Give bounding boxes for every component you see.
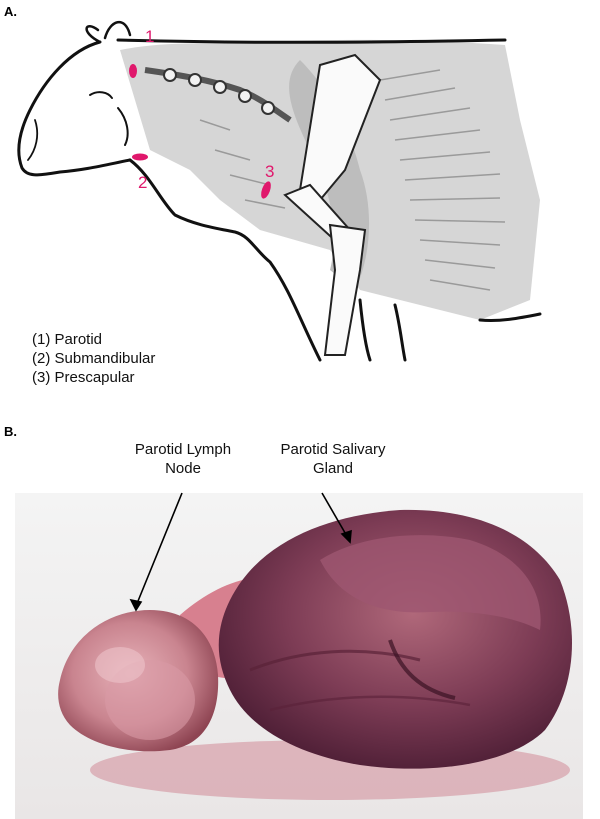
marker-number-1: 1 [145, 27, 154, 46]
lymph-node-arrow [135, 492, 183, 607]
parotid-tissue-photo [15, 492, 583, 819]
prescapular-node-marker [261, 181, 271, 199]
lymph-node-callout: Parotid Lymph Node [118, 440, 248, 478]
submandibular-node-marker [132, 153, 148, 161]
parotid-node-marker [129, 64, 137, 78]
panel-a-label: A. [4, 4, 17, 19]
legend-item-parotid: (1) Parotid [32, 331, 103, 348]
cow-outline [17, 21, 542, 362]
scapula-and-humerus [283, 53, 382, 356]
cow-anatomy-diagram: 1 2 3 [17, 21, 542, 362]
callout-arrows [129, 492, 352, 612]
node-legend: (1) Parotid (2) Submandibular (3) Presca… [32, 330, 155, 387]
salivary-gland-callout: Parotid Salivary Gland [248, 440, 418, 478]
lymph-node-markers [129, 64, 271, 199]
salivary-gland-callout-line2: Gland [312, 460, 354, 477]
salivary-gland-callout-line1: Parotid Salivary [280, 441, 386, 458]
marker-number-2: 2 [138, 173, 147, 192]
lymph-node-callout-line2: Node [165, 460, 201, 477]
marker-number-3: 3 [265, 162, 274, 181]
panel-b-label: B. [4, 424, 17, 439]
legend-item-submandibular: (2) Submandibular [32, 350, 156, 367]
cervical-spine [144, 67, 292, 123]
salivary-gland-arrow [321, 492, 349, 539]
lymph-node-callout-line1: Parotid Lymph [134, 441, 232, 458]
legend-item-prescapular: (3) Prescapular [32, 369, 135, 386]
cow-hatching [199, 69, 506, 291]
